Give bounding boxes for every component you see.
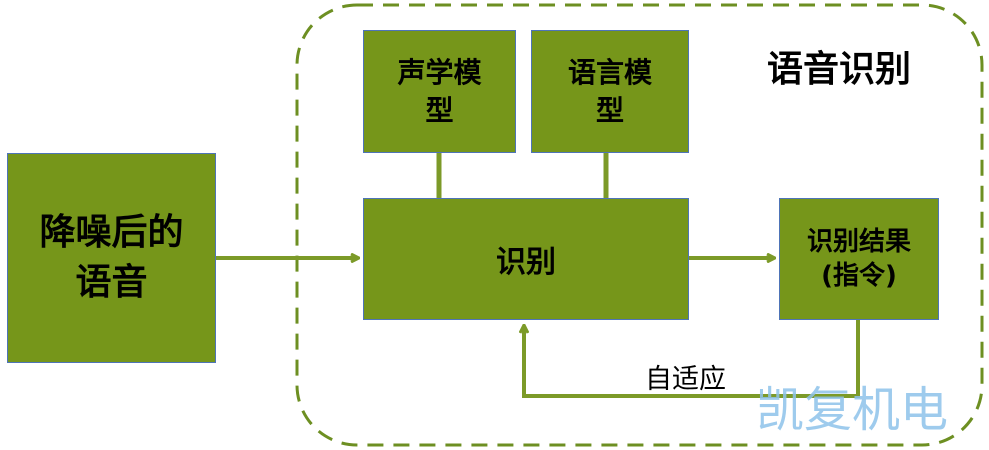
input-speech-box: 降噪后的语音	[7, 153, 216, 363]
language-model-box: 语言模型	[531, 30, 689, 153]
language-model-label: 语言模型	[567, 55, 652, 127]
speech-recognition-title: 语音识别	[767, 49, 912, 90]
acoustic-model-label: 声学模型	[397, 55, 482, 127]
recognition-label: 识别	[496, 245, 556, 280]
watermark-text: 凯复机电	[756, 382, 949, 438]
recognition-box: 识别	[363, 198, 689, 320]
adaptive-label: 自适应	[645, 364, 726, 395]
acoustic-model-box: 声学模型	[363, 30, 516, 153]
input-speech-label: 降噪后的语音	[39, 212, 184, 303]
result-box: 识别结果(指令)	[779, 198, 939, 320]
result-label: 识别结果(指令)	[806, 227, 911, 291]
adaptive-feedback-arrow	[524, 320, 860, 398]
speech-recognition-boundary	[295, 3, 984, 447]
